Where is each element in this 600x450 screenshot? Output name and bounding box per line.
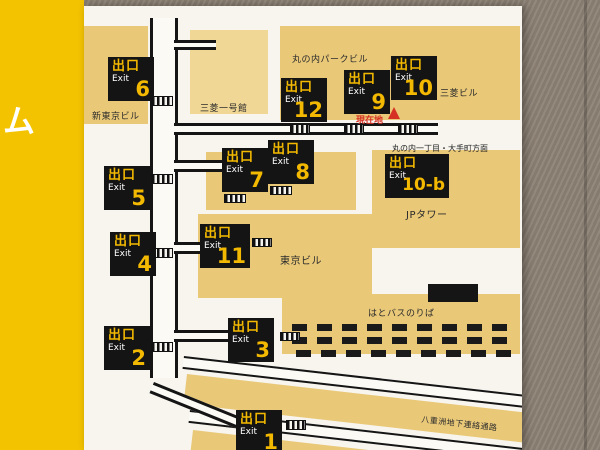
small-black-structure: [428, 284, 478, 302]
exit-kanji: 出口: [114, 234, 143, 249]
exit-kanji: 出口: [112, 59, 141, 74]
exit-en: Exit: [204, 240, 222, 251]
exit-map-panel: 新東京ビル 三菱一号館 丸の内パークビル 三菱ビル JPタワー 東京ビル はとバ…: [84, 6, 522, 450]
exit-sign-4: 出口 Exit 4: [110, 232, 156, 276]
label-tokyo-building: 東京ビル: [280, 256, 322, 267]
passage-to-exit-11: [174, 242, 202, 254]
exit-sign-1: 出口 Exit 1: [236, 410, 282, 450]
exit-number: 2: [131, 346, 146, 370]
exit-sign-12: 出口 Exit 12: [281, 78, 327, 122]
passage-to-exit-3: [174, 330, 230, 342]
label-mitsubishi: 三菱ビル: [440, 89, 479, 99]
exit-en: Exit: [108, 342, 126, 353]
exit-number: 11: [216, 244, 246, 268]
stairs-exit-2: [151, 342, 173, 352]
exit-sign-6: 出口 Exit 6: [108, 57, 154, 101]
bus-bay-dashes-2: [292, 337, 516, 344]
label-jp-tower: JPタワー: [406, 210, 448, 221]
exit-kanji: 出口: [285, 80, 314, 95]
stairs-exit-8: [270, 186, 292, 195]
exit-number: 7: [249, 168, 264, 192]
stairs-exit-10: [398, 124, 418, 134]
label-hato-bus: はとバスのりば: [368, 309, 435, 319]
top-passage-stub: [174, 40, 216, 50]
stairs-exit-5: [151, 174, 173, 184]
passage-to-exit-7-8: [174, 160, 222, 172]
label-mitsubishi-no1: 三菱一号館: [200, 104, 248, 114]
exit-en: Exit: [395, 72, 413, 83]
bus-bay-dashes-3: [296, 350, 514, 357]
stairs-exit-1: [286, 420, 306, 430]
exit-number: 1: [263, 430, 278, 450]
label-marunouchi-park: 丸の内パークビル: [292, 55, 369, 65]
exit-sign-3: 出口 Exit 3: [228, 318, 274, 362]
exit-en: Exit: [226, 164, 244, 175]
exit-number: 5: [131, 186, 146, 210]
exit-number: 6: [135, 77, 150, 101]
current-location-label: 現在地: [356, 116, 384, 126]
side-band-partial-text: ム: [3, 102, 36, 140]
exit-kanji: 出口: [348, 72, 377, 87]
exit-sign-5: 出口 Exit 5: [104, 166, 150, 210]
exit-kanji: 出口: [395, 58, 424, 73]
stairs-exit-7: [224, 194, 246, 203]
main-vertical-passage: [150, 18, 178, 378]
exit-number: 10: [403, 76, 433, 100]
exit-kanji: 出口: [108, 328, 137, 343]
exit-en: Exit: [348, 86, 366, 97]
stairs-exit-12: [290, 124, 310, 134]
wall-seam: [584, 0, 587, 450]
exit-number: 4: [137, 252, 152, 276]
exit-en: Exit: [272, 156, 290, 167]
exit-number: 9: [371, 90, 386, 114]
exit-sign-9: 出口 Exit 9: [344, 70, 390, 114]
stairs-exit-6: [151, 96, 173, 106]
exit-kanji: 出口: [226, 150, 255, 165]
stairs-exit-3: [280, 332, 300, 341]
exit-sign-8: 出口 Exit 8: [268, 140, 314, 184]
exit-en: Exit: [240, 426, 258, 437]
exit-kanji: 出口: [232, 320, 261, 335]
exit-number: 8: [295, 160, 310, 184]
exit-kanji: 出口: [272, 142, 301, 157]
exit-kanji: 出口: [240, 412, 269, 427]
exit-kanji: 出口: [389, 156, 418, 171]
exit-sign-11: 出口 Exit 11: [200, 224, 250, 268]
exit-en: Exit: [114, 248, 132, 259]
exit-sign-7: 出口 Exit 7: [222, 148, 268, 192]
exit-sign-10: 出口 Exit 10: [391, 56, 437, 100]
stairs-exit-11: [252, 238, 272, 247]
label-shin-tokyo: 新東京ビル: [92, 112, 140, 122]
yellow-side-band: ム: [0, 0, 84, 450]
exit-en: Exit: [389, 170, 407, 181]
exit-number: 12: [293, 98, 323, 122]
exit-number: 3: [255, 338, 270, 362]
exit-kanji: 出口: [204, 226, 233, 241]
exit-en: Exit: [108, 182, 126, 193]
exit-en: Exit: [112, 73, 130, 84]
exit-en: Exit: [232, 334, 250, 345]
stairs-exit-9: [344, 124, 364, 134]
exit-en: Exit: [285, 94, 303, 105]
direction-label: 丸の内一丁目・大手町方面: [392, 144, 488, 153]
exit-sign-10-b: 出口 Exit 10-b: [385, 154, 449, 198]
bus-bay-dashes-1: [292, 324, 516, 331]
exit-kanji: 出口: [108, 168, 137, 183]
current-location-triangle-icon: [388, 107, 400, 119]
exit-number: 10-b: [402, 175, 445, 195]
exit-sign-2: 出口 Exit 2: [104, 326, 150, 370]
